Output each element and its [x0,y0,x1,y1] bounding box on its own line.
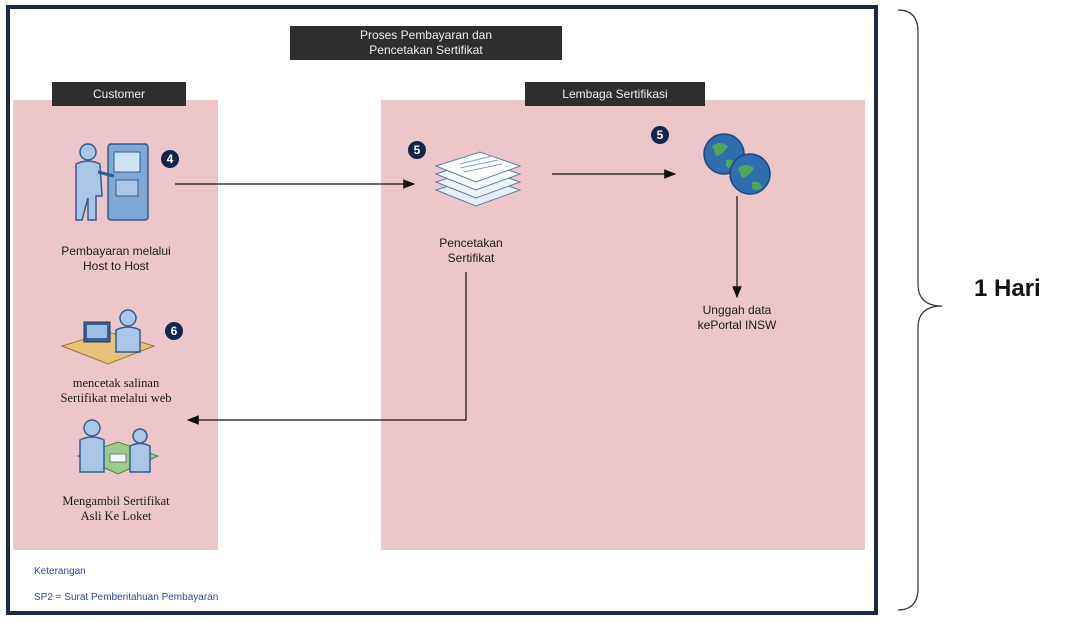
right-brace [897,9,943,611]
duration-label: 1 Hari [974,275,1041,302]
lembaga-lane-label: Lembaga Sertifikasi [525,82,705,106]
host-payment-line-2: Host to Host [82,259,150,273]
print-copy-line-1: mencetak salinan [72,376,160,390]
step-badge-5b: 5 [651,126,669,144]
upload-line-2: kePortal INSW [697,318,777,332]
customer-lane-label: Customer [52,82,186,106]
host-payment-label: Pembayaran melalui Host to Host [28,244,204,274]
computer-user-icon [60,309,156,365]
print-copy-label: mencetak salinan Sertifikat melalui web [24,376,208,406]
globe-icon [703,133,771,195]
step-badge-6: 6 [165,322,183,340]
diagram-title: Proses Pembayaran dan Pencetakan Sertifi… [290,26,562,60]
print-cert-line-2: Sertifikat [447,251,495,265]
legend-item: SP2 = Surat Pemberitahuan Pembayaran [34,592,219,603]
step-badge-4: 4 [161,150,179,168]
arrow-print-to-copy [186,272,467,425]
pickup-label: Mengambil Sertifikat Asli Ke Loket [24,494,208,524]
document-stack-icon [434,151,522,207]
atm-user-icon [75,143,149,221]
step-badge-5a: 5 [408,141,426,159]
host-payment-line-1: Pembayaran melalui [61,244,171,258]
pickup-line-2: Asli Ke Loket [80,509,152,523]
print-cert-line-1: Pencetakan [439,236,503,250]
upload-line-1: Unggah data [702,303,772,317]
pickup-line-1: Mengambil Sertifikat [62,494,170,508]
title-line-1: Proses Pembayaran dan [359,28,493,42]
legend-heading: Keterangan [34,566,86,577]
print-copy-line-2: Sertifikat melalui web [60,391,172,405]
title-line-2: Pencetakan Sertifikat [369,43,483,57]
counter-pickup-icon [76,419,160,475]
print-cert-label: Pencetakan Sertifikat [416,236,526,266]
upload-label: Unggah data kePortal INSW [666,303,808,333]
